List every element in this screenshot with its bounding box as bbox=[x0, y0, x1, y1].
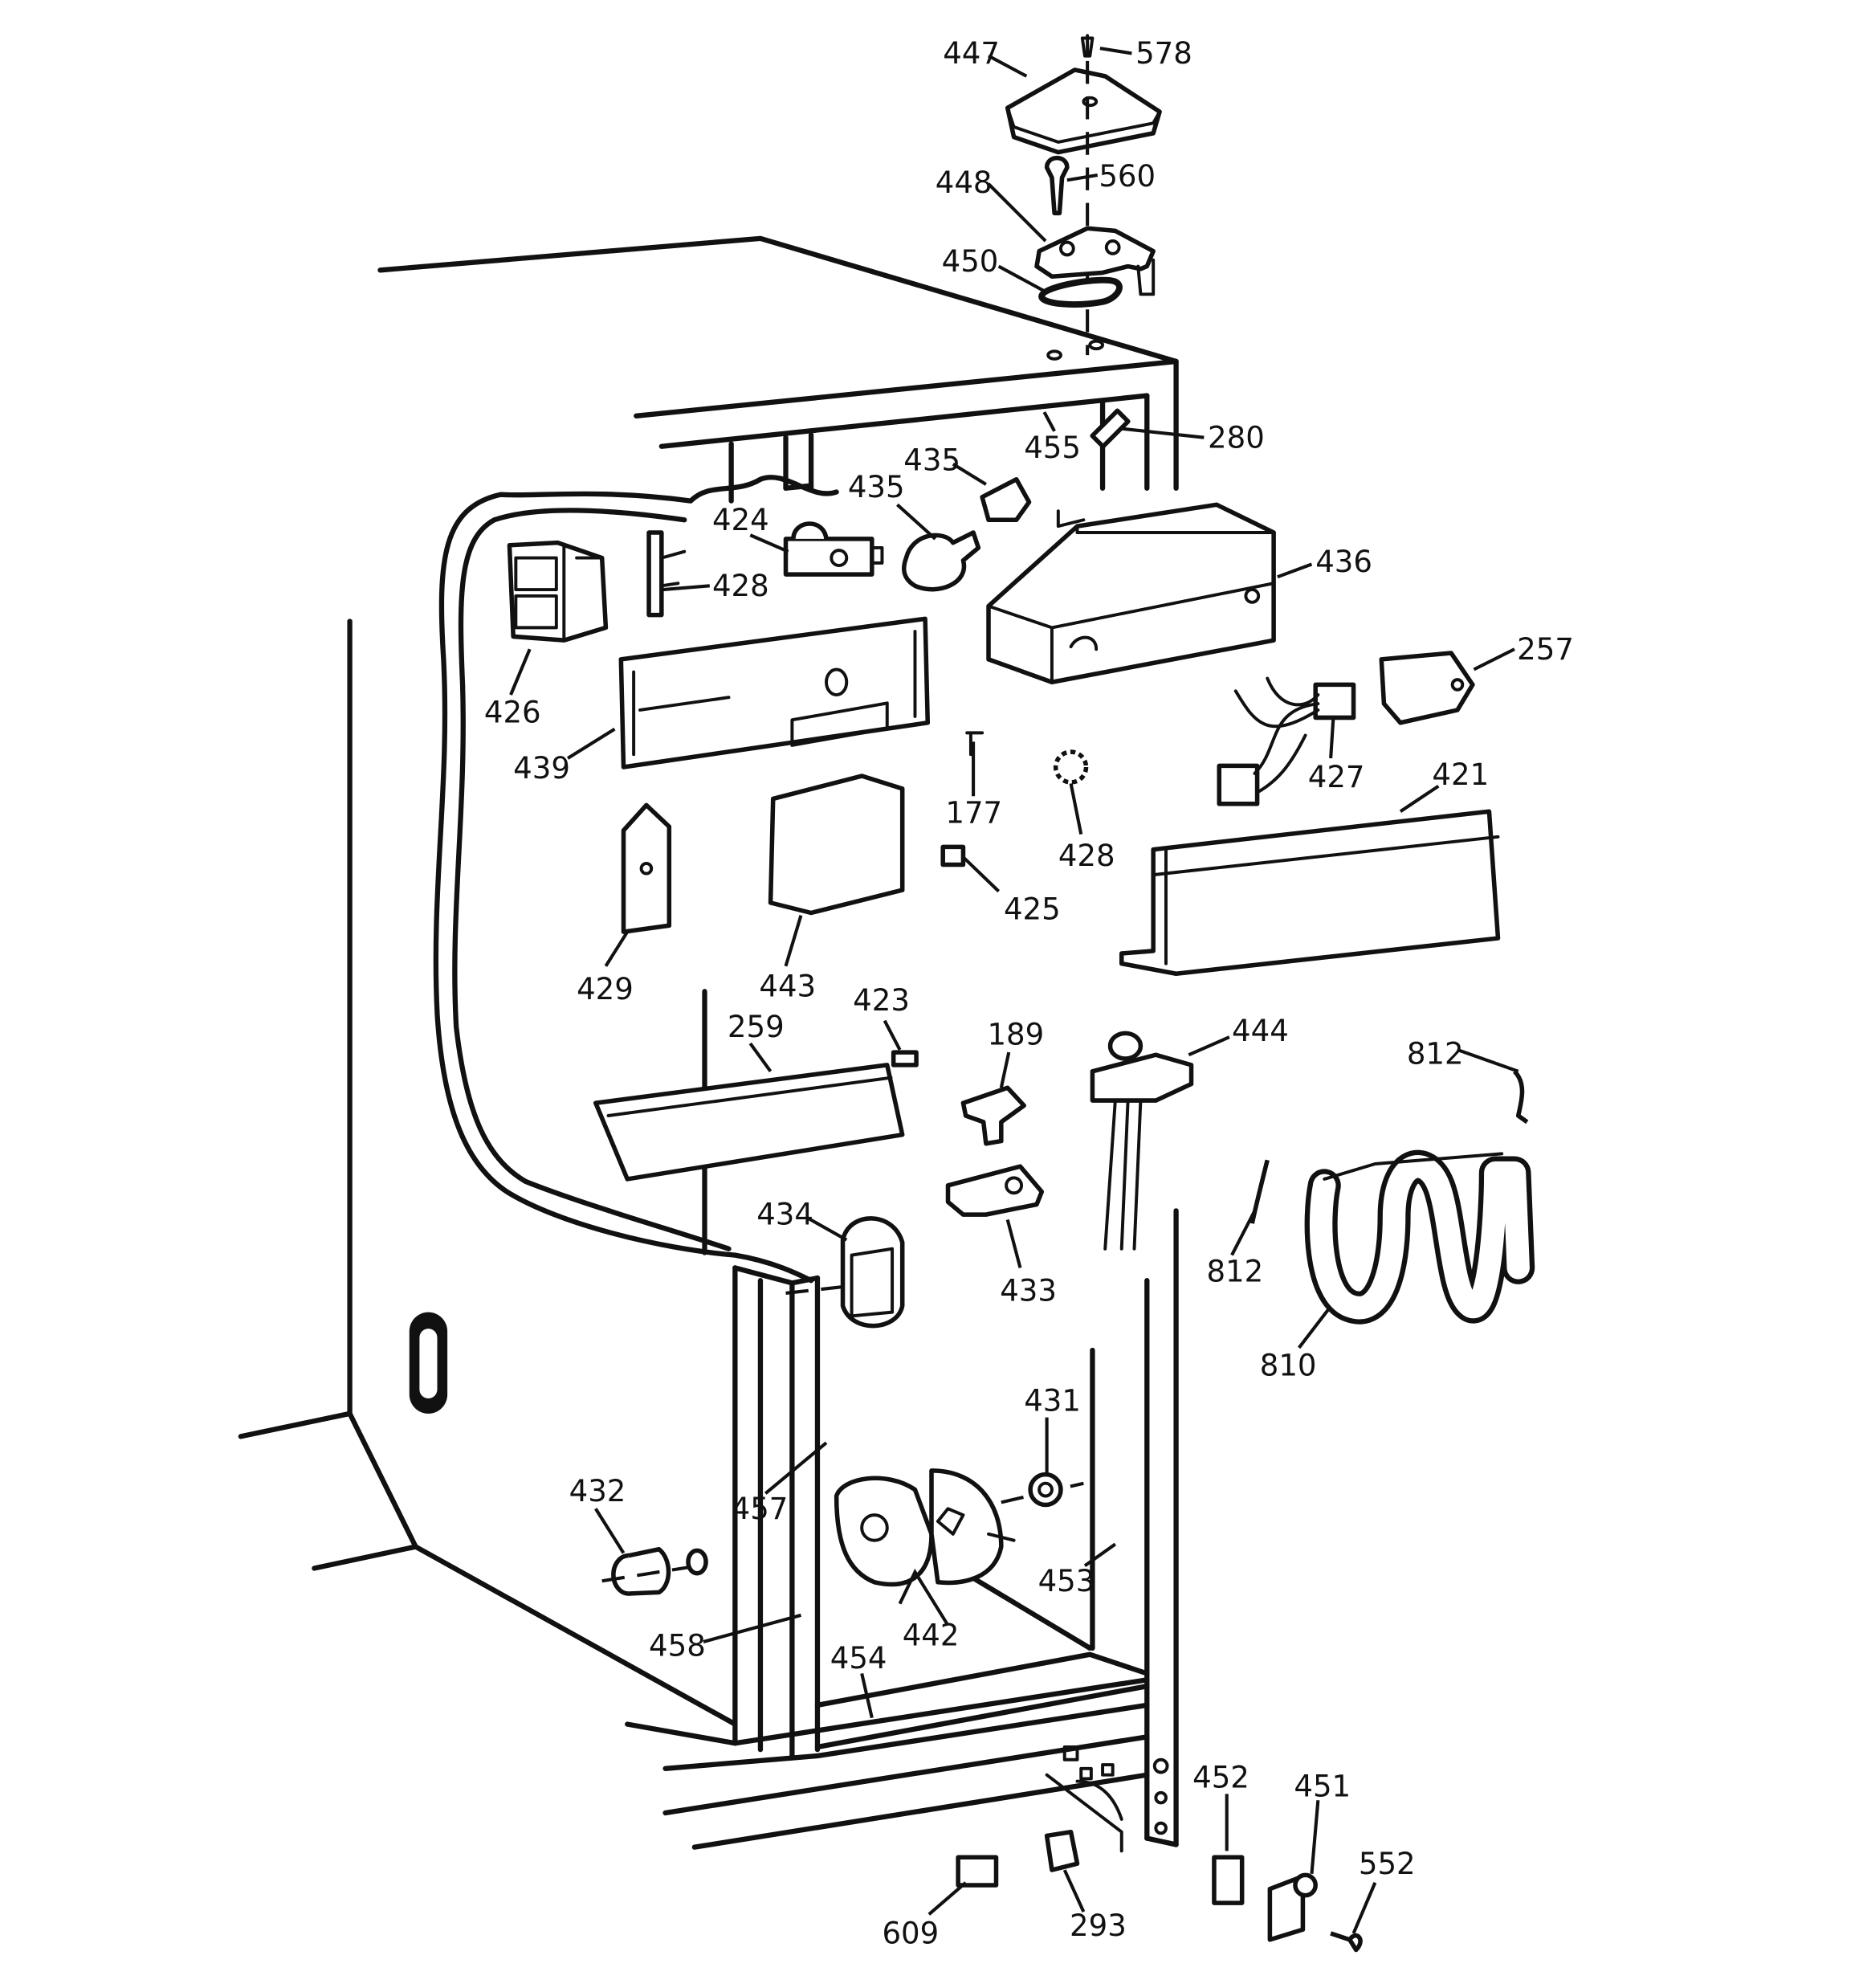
callout-257: 257 bbox=[1517, 632, 1574, 667]
callout-458: 458 bbox=[649, 1628, 706, 1663]
callout-444: 444 bbox=[1232, 1014, 1289, 1048]
defrost-timer-257 bbox=[1379, 651, 1475, 725]
callout-labels: 578 447 448 560 450 455 280 435 435 424 … bbox=[484, 36, 1574, 1951]
light-bulb-435 bbox=[901, 530, 981, 592]
control-housing-436 bbox=[986, 502, 1276, 685]
callout-435-bulb: 435 bbox=[848, 470, 905, 504]
callout-428-clip: 428 bbox=[712, 569, 769, 603]
callout-433: 433 bbox=[1000, 1273, 1057, 1308]
callout-443: 443 bbox=[759, 970, 816, 1004]
callout-457: 457 bbox=[732, 1492, 789, 1526]
shim-450 bbox=[1038, 276, 1123, 308]
screw-578 bbox=[1080, 34, 1095, 58]
callout-812-bottom: 812 bbox=[1206, 1255, 1263, 1289]
callout-552: 552 bbox=[1359, 1847, 1416, 1881]
callout-293: 293 bbox=[1070, 1908, 1127, 1943]
callout-436: 436 bbox=[1315, 545, 1372, 579]
callout-442: 442 bbox=[903, 1619, 960, 1653]
channel-439 bbox=[618, 616, 931, 769]
hinge-451 bbox=[1267, 1874, 1306, 1942]
callout-425: 425 bbox=[1004, 892, 1061, 926]
gear-428 bbox=[1053, 749, 1089, 785]
middle-parts bbox=[593, 1031, 1535, 1329]
callout-434: 434 bbox=[756, 1198, 813, 1232]
trim-259 bbox=[593, 1063, 905, 1182]
callout-455: 455 bbox=[1024, 431, 1081, 465]
screw-560 bbox=[1044, 155, 1070, 216]
callout-439: 439 bbox=[513, 751, 570, 786]
callout-189: 189 bbox=[987, 1018, 1044, 1052]
callout-447: 447 bbox=[943, 36, 1000, 71]
callout-810: 810 bbox=[1260, 1349, 1317, 1383]
dispenser-442 bbox=[834, 1476, 934, 1587]
callout-431: 431 bbox=[1024, 1384, 1081, 1419]
light-switch-426 bbox=[507, 540, 609, 643]
callout-453: 453 bbox=[1038, 1564, 1095, 1598]
top-hinge-assembly bbox=[1005, 34, 1162, 361]
callout-leaders bbox=[509, 47, 1519, 1934]
callout-454: 454 bbox=[830, 1641, 887, 1676]
nut-431 bbox=[1028, 1472, 1063, 1508]
callout-450: 450 bbox=[942, 244, 999, 279]
callout-427: 427 bbox=[1308, 760, 1365, 794]
callout-812-top: 812 bbox=[1407, 1036, 1464, 1071]
upper-parts bbox=[507, 408, 1501, 977]
callout-560: 560 bbox=[1099, 159, 1156, 194]
callout-424: 424 bbox=[712, 503, 769, 537]
callout-451: 451 bbox=[1294, 1770, 1351, 1804]
clip-609 bbox=[956, 1855, 999, 1888]
plate-452 bbox=[1212, 1855, 1245, 1905]
callout-428-gear: 428 bbox=[1058, 839, 1115, 873]
callout-421: 421 bbox=[1432, 757, 1489, 792]
tee-fitting-189 bbox=[960, 1085, 1026, 1146]
callout-448: 448 bbox=[936, 165, 993, 200]
callout-177: 177 bbox=[945, 795, 1002, 830]
callout-259: 259 bbox=[728, 1010, 785, 1044]
lower-parts bbox=[601, 1468, 1363, 1953]
callout-435-socket: 435 bbox=[903, 443, 960, 478]
grille-434 bbox=[840, 1216, 905, 1329]
callout-426: 426 bbox=[484, 696, 541, 730]
bracket-443 bbox=[768, 774, 905, 916]
callout-429: 429 bbox=[577, 972, 634, 1006]
callout-432: 432 bbox=[569, 1474, 626, 1508]
callout-578: 578 bbox=[1135, 36, 1192, 71]
water-valve-444 bbox=[1090, 1052, 1194, 1103]
callout-280: 280 bbox=[1208, 420, 1265, 455]
hinge-cover-447 bbox=[1005, 67, 1162, 155]
hinge-448 bbox=[1034, 226, 1156, 279]
callout-452: 452 bbox=[1192, 1760, 1249, 1794]
refrigerator-cabinet bbox=[238, 235, 1179, 1853]
channel-421 bbox=[1119, 809, 1501, 977]
callout-423: 423 bbox=[853, 983, 910, 1018]
callout-609: 609 bbox=[882, 1917, 939, 1951]
